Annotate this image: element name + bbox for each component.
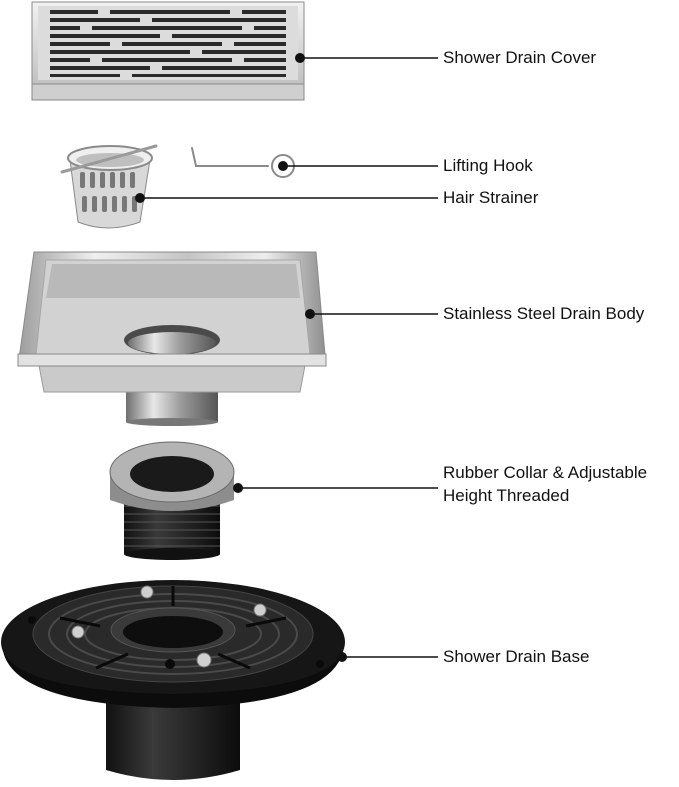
label-rubber-collar-line1: Rubber Collar & Adjustable	[443, 463, 648, 482]
leader-dot-strainer	[135, 193, 145, 203]
leader-dot-body	[305, 309, 315, 319]
rubber-collar	[109, 441, 235, 560]
drain-base	[1, 580, 345, 780]
leader-dot-cover	[295, 53, 305, 63]
drain-body	[17, 251, 327, 426]
label-shower-drain-base: Shower Drain Base	[443, 647, 590, 666]
label-shower-drain-cover: Shower Drain Cover	[443, 48, 597, 67]
leader-lines	[135, 53, 438, 662]
leader-dot-collar	[233, 483, 243, 493]
drain-cover	[31, 1, 305, 101]
label-hair-strainer: Hair Strainer	[443, 188, 539, 207]
label-rubber-collar-line2: Height Threaded	[443, 486, 570, 505]
leader-dot-base	[337, 652, 347, 662]
leader-dot-hook	[278, 161, 288, 171]
lifting-hook	[191, 147, 295, 178]
hair-strainer	[60, 144, 158, 229]
label-stainless-steel-drain-body: Stainless Steel Drain Body	[443, 304, 645, 323]
label-lifting-hook: Lifting Hook	[443, 156, 533, 175]
